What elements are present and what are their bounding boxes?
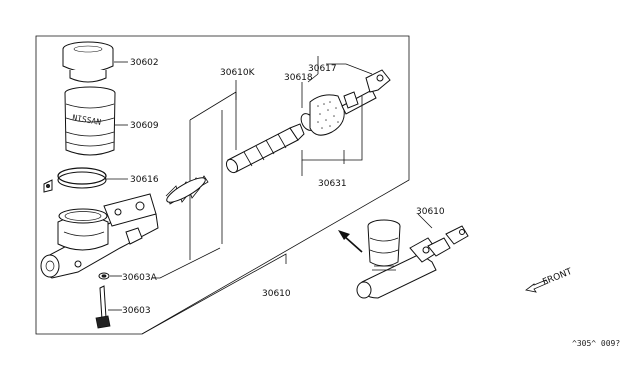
direction-arrow bbox=[338, 230, 363, 253]
label-30617: 30617 bbox=[308, 64, 337, 74]
front-label: FRONT bbox=[541, 267, 574, 288]
piston-kit-frame bbox=[189, 91, 237, 260]
piston-spring[interactable] bbox=[164, 174, 209, 206]
push-rod-assembly[interactable] bbox=[298, 69, 391, 136]
piston[interactable] bbox=[224, 123, 305, 175]
label-30610-assembly: 30610 bbox=[416, 207, 445, 217]
master-cylinder-body[interactable] bbox=[40, 193, 159, 279]
tank-band[interactable] bbox=[43, 167, 107, 193]
mount-bolt[interactable] bbox=[95, 285, 111, 329]
label-30609: 30609 bbox=[130, 121, 159, 131]
reservoir-tank[interactable]: NISSAN bbox=[64, 86, 116, 156]
label-30618: 30618 bbox=[284, 73, 313, 83]
label-30603: 30603 bbox=[122, 306, 151, 316]
reservoir-cap[interactable] bbox=[62, 41, 114, 83]
label-30616: 30616 bbox=[130, 175, 159, 185]
master-cylinder-assembled[interactable] bbox=[356, 219, 469, 299]
label-30631: 30631 bbox=[318, 179, 347, 189]
label-30602: 30602 bbox=[130, 58, 159, 68]
washer[interactable] bbox=[98, 272, 110, 280]
exploded-view-frame bbox=[35, 35, 410, 335]
label-30610k: 30610K bbox=[220, 68, 256, 78]
label-30603a: 30603A bbox=[122, 273, 158, 283]
diagram-reference: ^305^ 009? bbox=[572, 339, 620, 348]
front-arrow-icon bbox=[525, 279, 549, 293]
label-30610-main: 30610 bbox=[262, 289, 291, 299]
